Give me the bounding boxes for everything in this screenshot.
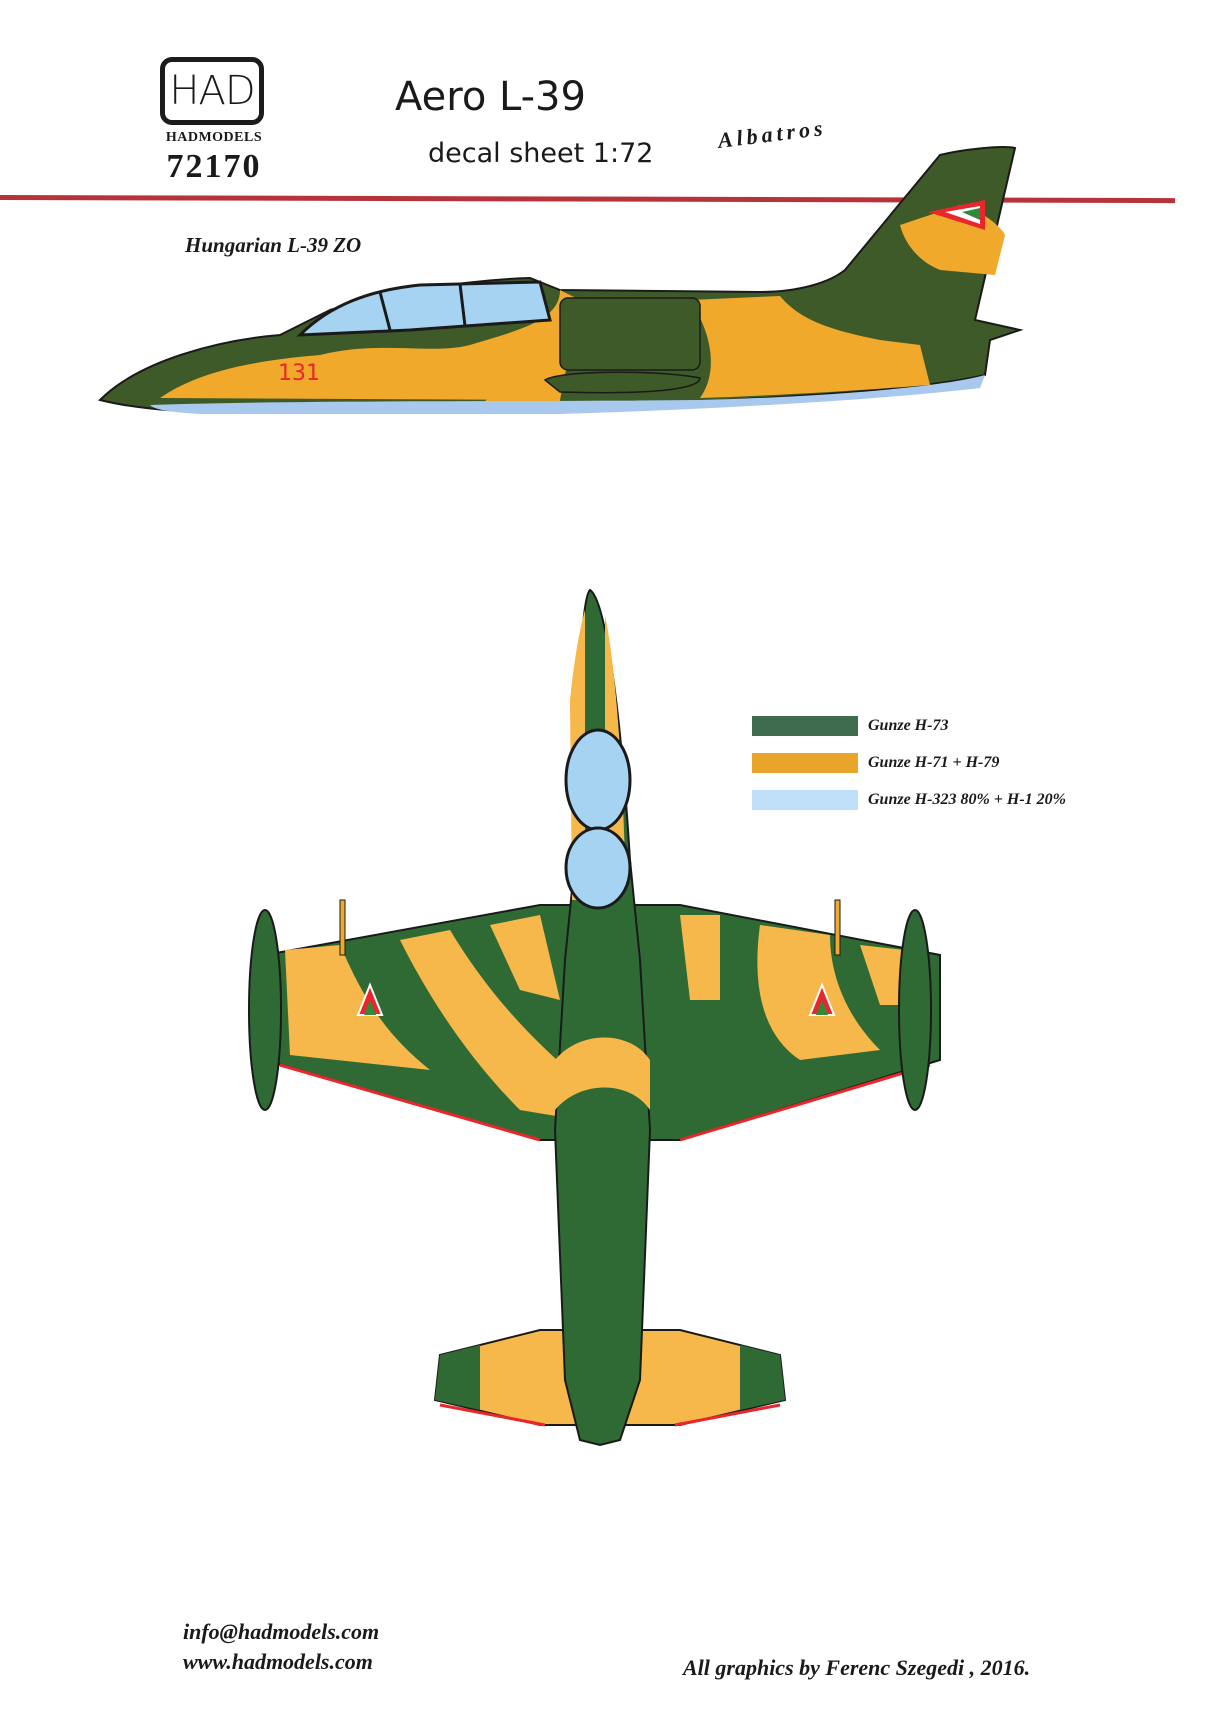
- legend-item: Gunze H-323 80% + H-1 20%: [752, 781, 1066, 818]
- wing-marking-left: [356, 982, 384, 1016]
- side-profile-illustration: 131: [98, 146, 1024, 414]
- legend-label: Gunze H-73: [868, 716, 949, 734]
- page-title: Aero L-39: [395, 74, 586, 120]
- top-view-illustration: [248, 588, 941, 1447]
- email-link[interactable]: info@hadmodels.com: [183, 1619, 380, 1644]
- logo-brand: HADMODELS: [165, 130, 263, 145]
- wing-marking-right: [808, 982, 836, 1016]
- had-logo: HAD: [160, 57, 264, 125]
- legend-label: Gunze H-323 80% + H-1 20%: [868, 790, 1066, 808]
- page-subtitle: decal sheet 1:72: [428, 138, 654, 169]
- legend-label: Gunze H-71 + H-79: [868, 753, 1000, 771]
- contact-info: info@hadmodels.com www.hadmodels.com: [183, 1617, 379, 1677]
- logo-mark: HAD: [169, 68, 255, 114]
- color-swatch-yellow: [752, 752, 858, 773]
- paint-legend: Gunze H-73 Gunze H-71 + H-79 Gunze H-323…: [752, 707, 1066, 818]
- legend-item: Gunze H-71 + H-79: [752, 744, 1066, 781]
- tail-number: 131: [278, 361, 320, 386]
- website-link[interactable]: www.hadmodels.com: [183, 1649, 373, 1674]
- variant-label: Hungarian L-39 ZO: [185, 233, 362, 257]
- color-swatch-green: [752, 715, 858, 736]
- product-code: 72170: [166, 148, 262, 185]
- color-swatch-light-blue: [752, 789, 858, 810]
- graphics-credit: All graphics by Ferenc Szegedi , 2016.: [683, 1655, 1031, 1680]
- legend-item: Gunze H-73: [752, 707, 1066, 744]
